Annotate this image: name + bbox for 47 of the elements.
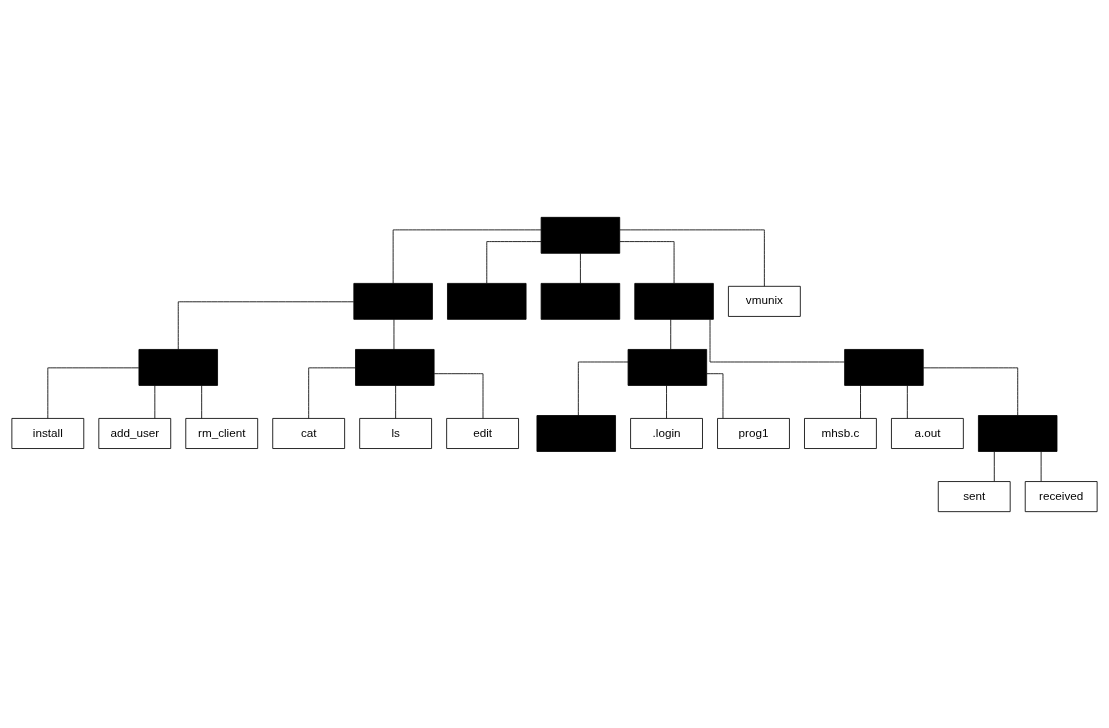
node-box: sent (937, 480, 1011, 512)
node-box: vmunix (728, 285, 801, 317)
connector (395, 384, 397, 419)
connector (486, 240, 542, 284)
node-box: .login (630, 417, 703, 449)
connector (706, 372, 724, 419)
node-box: ls (359, 417, 432, 449)
node-box: rm_client (185, 417, 259, 449)
node-box: edit (446, 417, 519, 449)
node-box (138, 348, 218, 386)
node-box: install (11, 417, 85, 449)
node-box (353, 282, 433, 320)
connector (392, 228, 542, 284)
connector (177, 300, 355, 350)
connector (619, 228, 765, 287)
connector (580, 252, 581, 284)
connector (922, 366, 1019, 416)
node-box (536, 414, 616, 452)
connector (201, 384, 203, 419)
node-box (844, 348, 924, 386)
connector (433, 372, 484, 419)
node-box (447, 282, 527, 320)
connector (154, 384, 156, 419)
node-box (978, 414, 1058, 452)
connector (1040, 450, 1042, 482)
node-box (634, 282, 714, 320)
connector (308, 366, 356, 419)
node-box: cat (272, 417, 346, 449)
connector (577, 361, 629, 416)
node-box (627, 348, 708, 386)
connector (666, 384, 667, 419)
connector (993, 450, 995, 482)
node-box: received (1024, 480, 1098, 512)
node-box (540, 282, 621, 320)
node-box (540, 216, 621, 254)
connector (47, 366, 140, 419)
connector (670, 318, 672, 350)
connector (709, 318, 845, 362)
node-box: prog1 (717, 417, 790, 449)
connector (860, 384, 861, 419)
node-box: add_user (98, 417, 172, 449)
connector (393, 318, 395, 350)
node-box (355, 348, 435, 386)
connector (906, 384, 908, 419)
node-box: mhsb.c (804, 417, 877, 449)
connector (619, 240, 675, 284)
node-box: a.out (891, 417, 964, 449)
